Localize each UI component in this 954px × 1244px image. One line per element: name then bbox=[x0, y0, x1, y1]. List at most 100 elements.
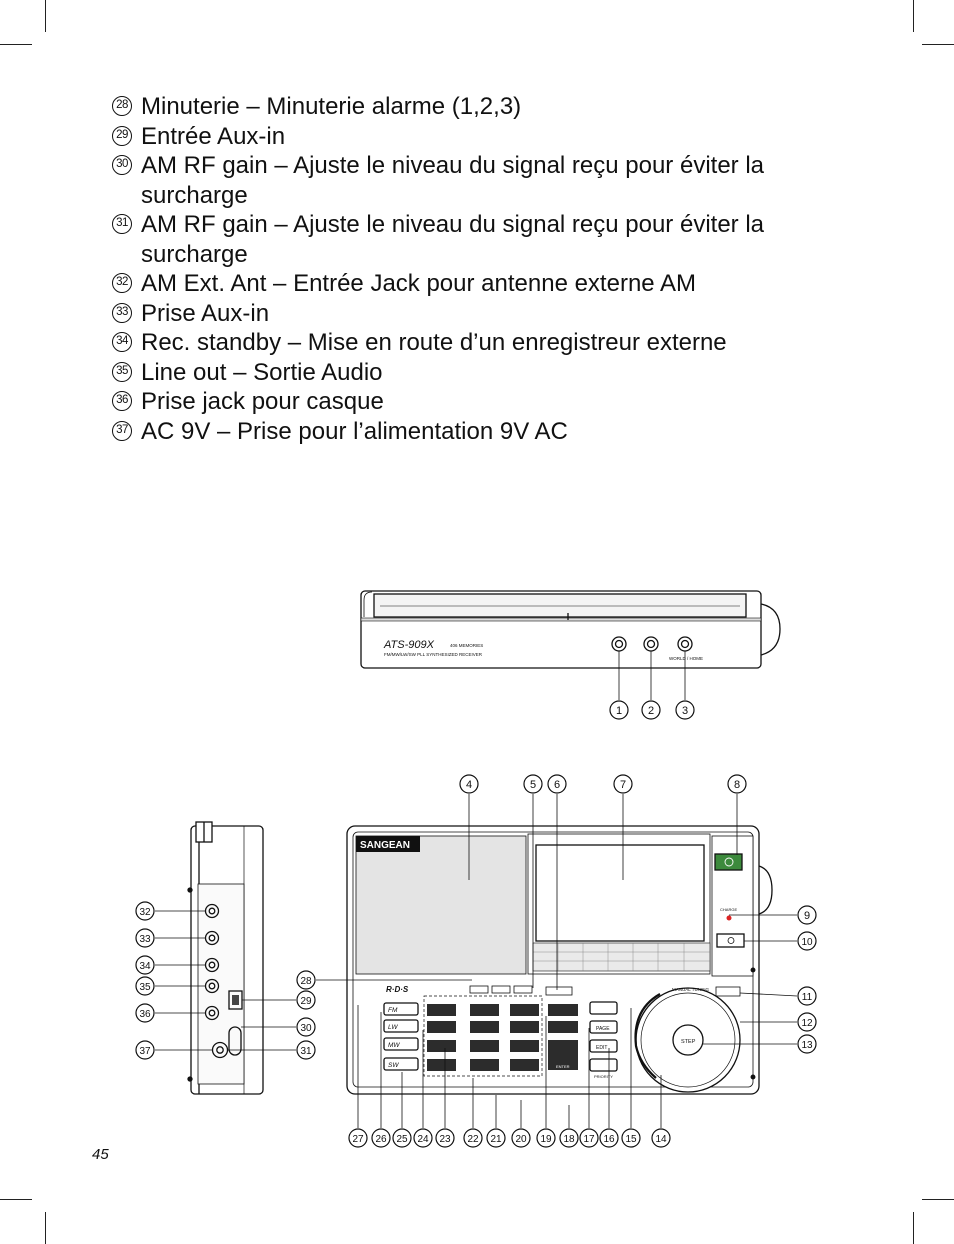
item-text: Prise jack pour casque bbox=[141, 388, 384, 415]
crop-mark bbox=[45, 0, 46, 32]
callout-number: 13 bbox=[801, 1040, 813, 1051]
legend-item: 30 AM RF gain – Ajuste le niveau du signa… bbox=[112, 151, 832, 210]
callout-number: 33 bbox=[139, 934, 151, 945]
callout-number: 4 bbox=[466, 779, 472, 791]
item-text: AM RF gain – Ajuste le niveau du signal … bbox=[141, 211, 765, 268]
crop-mark bbox=[0, 1199, 32, 1200]
memories-label: 406 MEMORIES bbox=[450, 643, 483, 648]
manual-tuning-label: MANUAL TUNING bbox=[672, 987, 710, 992]
callout-number: 10 bbox=[801, 937, 813, 948]
legend-item: 36 Prise jack pour casque bbox=[112, 387, 832, 417]
callout-number: 35 bbox=[139, 982, 151, 993]
callout-number: 20 bbox=[515, 1134, 527, 1145]
rds-label: R·D·S bbox=[386, 985, 409, 994]
item-number: 35 bbox=[112, 361, 132, 382]
band-mw-label: MW bbox=[388, 1042, 400, 1049]
callout-number: 28 bbox=[300, 976, 312, 987]
callout-number: 9 bbox=[804, 910, 810, 922]
model-label: ATS-909X bbox=[383, 639, 435, 651]
callout-number: 29 bbox=[300, 996, 312, 1007]
callout-number: 36 bbox=[139, 1009, 151, 1020]
callout-number: 3 bbox=[682, 705, 688, 717]
legend-list: 28 Minuterie – Minuterie alarme (1,2,3) 2… bbox=[112, 92, 832, 446]
item-number: 33 bbox=[112, 302, 132, 323]
band-sw-label: SW bbox=[388, 1062, 399, 1069]
callout-number: 18 bbox=[563, 1134, 575, 1145]
item-text: Minuterie – Minuterie alarme (1,2,3) bbox=[141, 93, 522, 120]
charge-label: CHARGE bbox=[720, 907, 737, 912]
callout-number: 8 bbox=[734, 779, 740, 791]
item-text: AM RF gain – Ajuste le niveau du signal … bbox=[141, 152, 765, 209]
legend-item: 31 AM RF gain – Ajuste le niveau du signa… bbox=[112, 210, 832, 269]
callout-number: 2 bbox=[648, 705, 654, 717]
world-home-label: WORLD / HOME bbox=[669, 656, 703, 661]
receiver-subtitle: FM/MW/LW/SW PLL SYNTHESIZED RECEIVER bbox=[384, 652, 483, 657]
band-lw-label: LW bbox=[388, 1024, 398, 1031]
crop-mark bbox=[913, 1212, 914, 1244]
item-text: AC 9V – Prise pour l’alimentation 9V AC bbox=[141, 417, 568, 445]
front-view bbox=[316, 794, 798, 1128]
callout-number: 11 bbox=[802, 992, 813, 1003]
callout-number: 19 bbox=[540, 1134, 552, 1145]
callout-number: 37 bbox=[139, 1046, 151, 1057]
legend-item: 29 Entrée Aux-in bbox=[112, 122, 832, 152]
callout-number: 15 bbox=[625, 1134, 637, 1145]
callout-number: 26 bbox=[375, 1134, 387, 1145]
step-label: STEP bbox=[681, 1039, 696, 1045]
callout-numbers: 1 2 3 4 5 6 7 8 9 10 11 12 13 32 33 34 3… bbox=[139, 705, 813, 1145]
crop-mark bbox=[0, 44, 32, 45]
item-number: 30 bbox=[112, 155, 132, 175]
legend-item: 32 AM Ext. Ant – Entrée Jack pour antenne… bbox=[112, 269, 832, 299]
enter-label: ENTER bbox=[556, 1064, 570, 1069]
item-text: AM Ext. Ant – Entrée Jack pour antenne e… bbox=[141, 270, 696, 297]
callout-number: 6 bbox=[554, 779, 560, 791]
callout-number: 1 bbox=[616, 705, 622, 717]
edit-label: EDIT bbox=[596, 1045, 607, 1051]
item-number: 32 bbox=[112, 273, 132, 293]
callout-number: 34 bbox=[139, 961, 151, 972]
item-text: Line out – Sortie Audio bbox=[141, 358, 383, 386]
callout-number: 12 bbox=[801, 1018, 813, 1029]
callout-circles bbox=[135, 700, 817, 1148]
item-number: 28 bbox=[112, 96, 132, 116]
callout-number: 16 bbox=[603, 1134, 615, 1145]
side-view bbox=[155, 821, 296, 1095]
callout-number: 14 bbox=[655, 1134, 667, 1145]
callout-number: 22 bbox=[467, 1134, 479, 1145]
crop-mark bbox=[922, 44, 954, 45]
callout-number: 7 bbox=[620, 779, 626, 791]
crop-mark bbox=[45, 1212, 46, 1244]
callout-number: 5 bbox=[530, 779, 536, 791]
legend-item: 35 Line out – Sortie Audio bbox=[112, 358, 832, 388]
item-number: 31 bbox=[112, 214, 132, 234]
legend-item: 34 Rec. standby – Mise en route d’un enre… bbox=[112, 328, 832, 358]
legend-item: 37 AC 9V – Prise pour l’alimentation 9V A… bbox=[112, 417, 832, 447]
page-number: 45 bbox=[92, 1146, 109, 1163]
item-number: 37 bbox=[112, 420, 132, 441]
legend-item: 28 Minuterie – Minuterie alarme (1,2,3) bbox=[112, 92, 832, 122]
item-number: 36 bbox=[112, 391, 132, 411]
item-number: 34 bbox=[112, 332, 132, 352]
crop-mark bbox=[913, 0, 914, 32]
callout-number: 27 bbox=[352, 1134, 364, 1145]
item-text: Entrée Aux-in bbox=[141, 122, 286, 150]
callout-number: 30 bbox=[300, 1023, 312, 1034]
item-number: 29 bbox=[112, 125, 132, 146]
crop-mark bbox=[922, 1199, 954, 1200]
callout-number: 23 bbox=[439, 1134, 451, 1145]
callout-number: 31 bbox=[300, 1046, 312, 1057]
legend-item: 33 Prise Aux-in bbox=[112, 299, 832, 329]
priority-label: PRIORITY bbox=[594, 1074, 613, 1079]
item-text: Rec. standby – Mise en route d’un enregi… bbox=[141, 329, 727, 356]
callout-number: 32 bbox=[139, 907, 151, 918]
brand-label: SANGEAN bbox=[360, 840, 410, 851]
callout-number: 17 bbox=[583, 1134, 595, 1145]
top-view bbox=[360, 590, 781, 700]
callout-number: 21 bbox=[490, 1134, 502, 1145]
callout-number: 24 bbox=[417, 1134, 429, 1145]
band-fm-label: FM bbox=[388, 1007, 398, 1014]
item-text: Prise Aux-in bbox=[141, 299, 270, 327]
page-label: PAGE bbox=[596, 1026, 610, 1032]
callout-number: 25 bbox=[396, 1134, 408, 1145]
